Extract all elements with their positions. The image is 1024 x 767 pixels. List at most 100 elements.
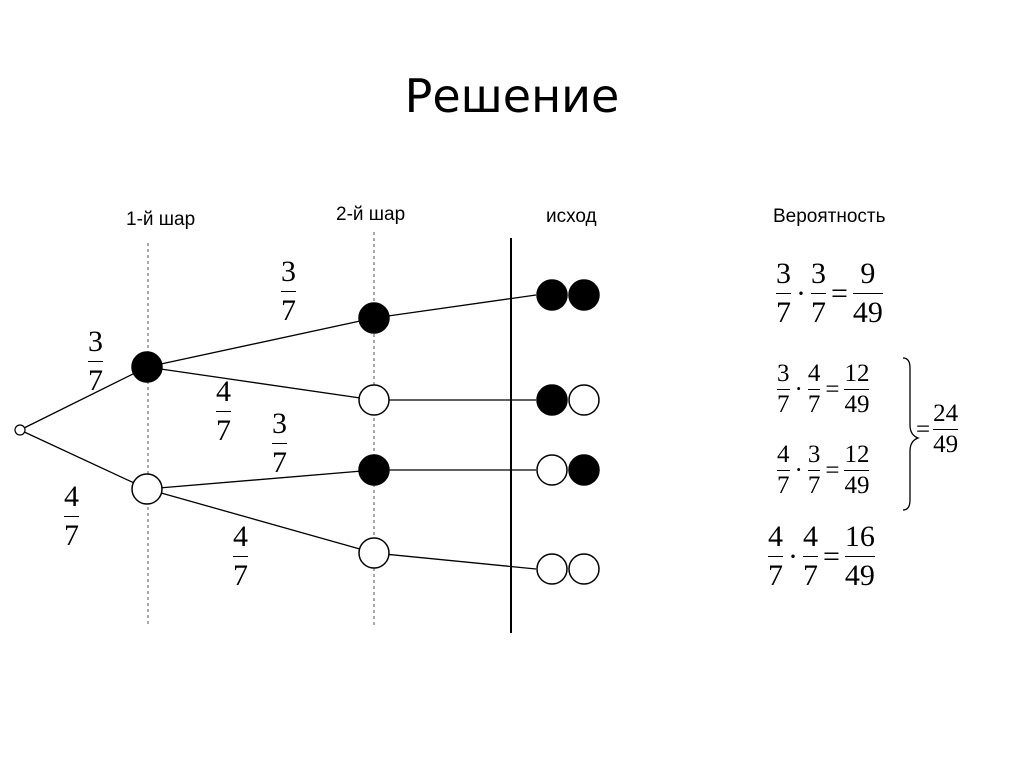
dot-operator: ·: [794, 375, 803, 403]
fraction-denominator: 7: [272, 446, 287, 479]
column-label-first-ball: 1-й шар: [126, 209, 196, 230]
fraction-bar: [933, 429, 959, 430]
node-second-white-bottom: [358, 537, 390, 569]
fraction-bar: [777, 470, 790, 471]
dot-operator: ·: [788, 539, 798, 573]
dot-operator: ·: [796, 276, 806, 310]
fraction-denominator: 7: [233, 559, 248, 592]
branch-white-white: [146, 488, 375, 554]
dot-operator: ·: [794, 456, 803, 484]
fraction-bar: [844, 470, 870, 471]
fraction-bar: [777, 389, 790, 390]
fraction-bar: [807, 389, 821, 390]
numerator: 3: [811, 257, 826, 290]
denominator: 7: [777, 472, 790, 499]
denominator: 49: [852, 296, 883, 329]
numerator: 24: [933, 400, 959, 427]
equals-sign: =: [831, 276, 848, 310]
numerator: 9: [860, 257, 876, 290]
fraction-denominator: 7: [88, 364, 103, 397]
denominator: 49: [844, 472, 870, 499]
fraction-bar: [64, 516, 79, 517]
fraction-bar: [233, 556, 248, 557]
numerator: 3: [777, 360, 790, 387]
numerator: 12: [844, 360, 870, 387]
fraction-bar: [844, 556, 875, 557]
start-node: [14, 424, 26, 436]
fraction-numerator: 4: [233, 520, 248, 553]
connector-bb: [373, 294, 537, 319]
branch-label-white1: 4 7: [64, 481, 79, 552]
node-second-black-top: [358, 302, 390, 334]
denominator: 7: [776, 296, 791, 329]
fraction-bar: [88, 361, 103, 362]
node-second-black-bottom: [358, 454, 390, 486]
numerator: 3: [807, 441, 821, 468]
equals-sign: =: [825, 456, 840, 484]
numerator: 3: [776, 257, 791, 290]
node-first-black: [131, 351, 163, 383]
outcome-wb-ball-1: [536, 454, 568, 486]
denominator: 7: [807, 472, 821, 499]
equals-sign: =: [916, 415, 931, 443]
fraction-bar: [844, 389, 870, 390]
denominator: 7: [803, 559, 818, 592]
fraction-denominator: 7: [281, 294, 296, 327]
outcome-bb-ball-2: [568, 279, 600, 311]
denominator: 7: [777, 391, 790, 418]
fraction-bar: [281, 291, 296, 292]
branch-label-bw: 4 7: [216, 376, 231, 447]
fraction-bar: [768, 556, 783, 557]
denominator: 49: [844, 391, 870, 418]
column-label-outcome: исход: [546, 206, 597, 227]
fraction-numerator: 3: [88, 325, 103, 358]
slide-title: Решение: [404, 69, 620, 123]
fraction-bar: [807, 470, 821, 471]
denominator: 49: [933, 431, 959, 458]
fraction-denominator: 7: [64, 519, 79, 552]
brace-mixed-outcomes: [902, 357, 920, 511]
connector-ww: [373, 552, 537, 570]
numerator: 4: [803, 520, 818, 553]
fraction-numerator: 3: [272, 407, 287, 440]
denominator: 7: [807, 391, 821, 418]
column-label-probability: Вероятность: [773, 206, 886, 227]
node-second-white-top: [358, 384, 390, 416]
column-label-second-ball: 2-й шар: [336, 204, 406, 225]
fraction-bar: [852, 293, 883, 294]
denominator: 7: [811, 296, 826, 329]
branch-start-black: [19, 366, 148, 431]
fraction-bar: [272, 443, 287, 444]
numerator: 4: [768, 520, 783, 553]
branch-start-white: [19, 429, 148, 490]
outcome-wb-ball-2: [568, 454, 600, 486]
equals-sign: =: [823, 539, 840, 573]
denominator: 7: [768, 559, 783, 592]
outcome-bw-ball-1: [536, 384, 568, 416]
branch-white-black: [146, 469, 375, 490]
denominator: 49: [844, 559, 875, 592]
branch-label-bb: 3 7: [281, 256, 296, 327]
numerator: 12: [844, 441, 870, 468]
fraction-bar: [776, 293, 791, 294]
node-first-white: [131, 473, 163, 505]
numerator: 4: [807, 360, 821, 387]
outcome-bw-ball-2: [568, 384, 600, 416]
fraction-denominator: 7: [216, 414, 231, 447]
